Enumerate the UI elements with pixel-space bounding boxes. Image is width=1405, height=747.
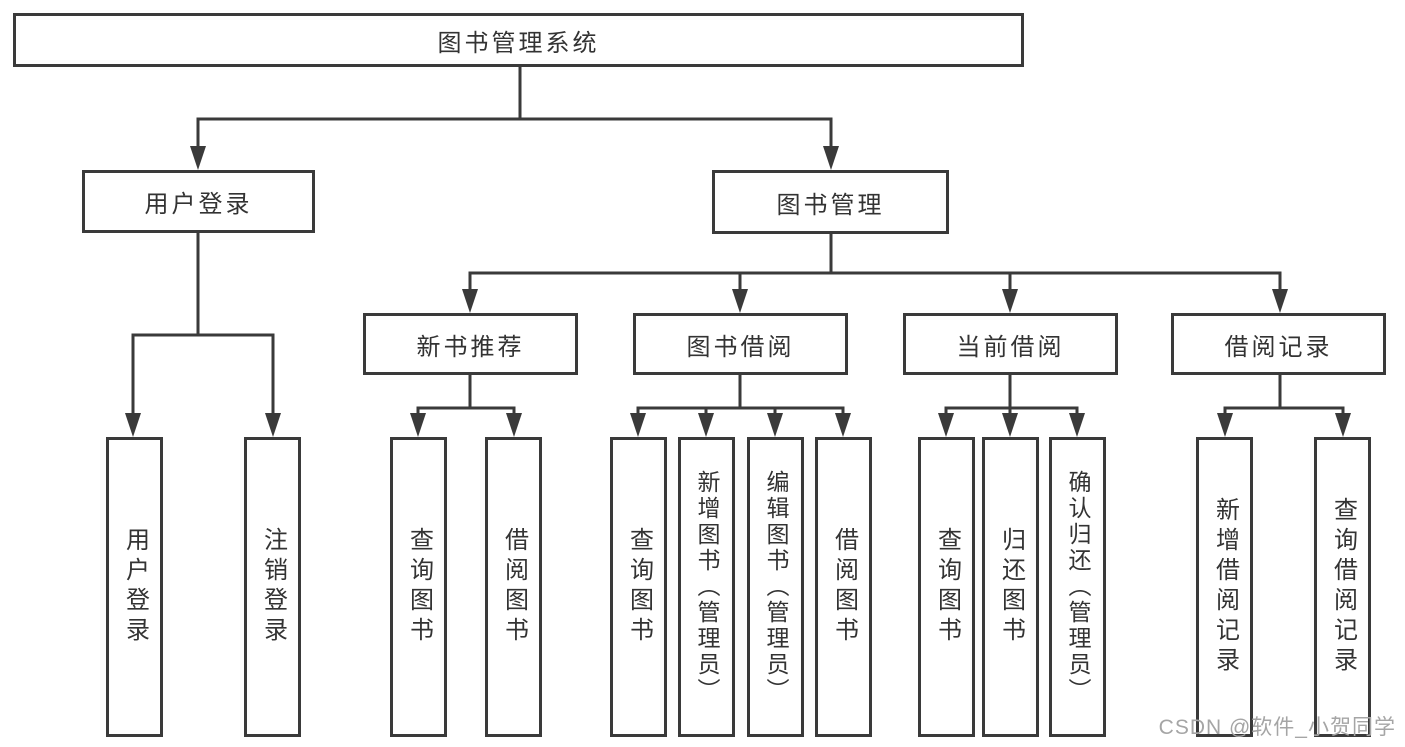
arrowhead-icon <box>835 413 851 437</box>
arrowhead-icon <box>1272 289 1288 313</box>
node-current-borrowing: 当前借阅 <box>903 313 1118 375</box>
leaf-recommend-borrow-books: 借阅图书 <box>485 437 542 737</box>
leaf-borrowing-query-books: 查询图书 <box>610 437 667 737</box>
node-book-management: 图书管理 <box>712 170 949 234</box>
arrowhead-icon <box>190 146 206 170</box>
connector-book-mgmt-to-level3 <box>462 232 1288 313</box>
connector-new-book-to-leaves <box>410 373 522 437</box>
node-user-login: 用户登录 <box>82 170 315 233</box>
arrowhead-icon <box>1002 413 1018 437</box>
arrowhead-icon <box>1217 413 1233 437</box>
arrowhead-icon <box>265 413 281 437</box>
arrowhead-icon <box>767 413 783 437</box>
connector-book-borrowing-to-leaves <box>630 373 851 437</box>
leaf-borrowing-borrow-books: 借阅图书 <box>815 437 872 737</box>
arrowhead-icon <box>698 413 714 437</box>
leaf-recommend-query-books: 查询图书 <box>390 437 447 737</box>
arrowhead-icon <box>506 413 522 437</box>
connector-borrowing-records-to-leaves <box>1217 373 1351 437</box>
arrowhead-icon <box>1002 289 1018 313</box>
leaf-logout: 注销登录 <box>244 437 301 737</box>
watermark: CSDN @软件_小贺同学 <box>1158 716 1396 739</box>
arrowhead-icon <box>823 146 839 170</box>
leaf-borrowing-edit-books: 编辑图书（管理员） <box>747 437 804 737</box>
leaf-borrowing-add-books: 新增图书（管理员） <box>678 437 735 737</box>
arrowhead-icon <box>1335 413 1351 437</box>
connector-current-borrowing-to-leaves <box>938 373 1085 437</box>
leaf-user-login: 用户登录 <box>106 437 163 737</box>
node-new-book-recommend: 新书推荐 <box>363 313 578 375</box>
node-book-borrowing: 图书借阅 <box>633 313 848 375</box>
arrowhead-icon <box>125 413 141 437</box>
leaf-records-query-record: 查询借阅记录 <box>1314 437 1371 737</box>
arrowhead-icon <box>1069 413 1085 437</box>
leaf-current-query-books: 查询图书 <box>918 437 975 737</box>
leaf-records-add-record: 新增借阅记录 <box>1196 437 1253 737</box>
arrowhead-icon <box>938 413 954 437</box>
connector-user-login-to-leaves <box>125 231 281 437</box>
connector-root-to-level2 <box>190 65 839 170</box>
leaf-current-return-books: 归还图书 <box>982 437 1039 737</box>
arrowhead-icon <box>462 289 478 313</box>
node-borrowing-records: 借阅记录 <box>1171 313 1386 375</box>
arrowhead-icon <box>732 289 748 313</box>
arrowhead-icon <box>410 413 426 437</box>
node-root: 图书管理系统 <box>13 13 1024 67</box>
leaf-current-confirm-return: 确认归还（管理员） <box>1049 437 1106 737</box>
arrowhead-icon <box>630 413 646 437</box>
